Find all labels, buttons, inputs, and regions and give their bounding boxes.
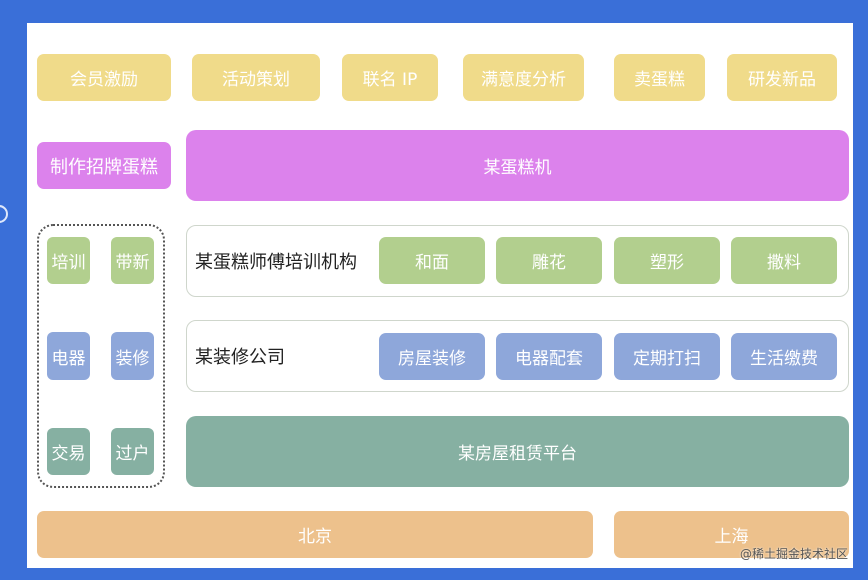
group-item-transfer: 过户 — [111, 428, 154, 475]
make-signature-cake-box: 制作招牌蛋糕 — [37, 142, 171, 189]
top-box-co-brand-ip: 联名 IP — [342, 54, 438, 101]
renovation-org-label: 某装修公司 — [195, 347, 285, 368]
service-utility-payment: 生活缴费 — [731, 333, 837, 380]
training-org-label: 某蛋糕师傅培训机构 — [195, 252, 357, 273]
watermark-text: @稀土掘金技术社区 — [739, 547, 848, 561]
service-group-outline — [37, 224, 165, 488]
service-regular-cleaning: 定期打扫 — [614, 333, 720, 380]
city-beijing: 北京 — [37, 511, 593, 558]
service-home-renovation: 房屋装修 — [379, 333, 485, 380]
group-item-renovation: 装修 — [111, 332, 154, 380]
skill-dough: 和面 — [379, 237, 485, 284]
edge-circle-icon — [0, 205, 8, 223]
group-item-appliances: 电器 — [47, 332, 90, 380]
service-appliance-supply: 电器配套 — [496, 333, 602, 380]
skill-shaping: 塑形 — [614, 237, 720, 284]
top-box-new-product-rd: 研发新品 — [727, 54, 837, 101]
top-box-sell-cake: 卖蛋糕 — [614, 54, 705, 101]
city-shanghai: 上海 — [614, 511, 849, 558]
group-item-training: 培训 — [47, 237, 90, 284]
rental-platform-bar: 某房屋租赁平台 — [186, 416, 849, 487]
top-box-satisfaction-analysis: 满意度分析 — [463, 54, 584, 101]
top-box-member-incentive: 会员激励 — [37, 54, 171, 101]
group-item-transaction: 交易 — [47, 428, 90, 475]
skill-topping: 撒料 — [731, 237, 837, 284]
cake-machine-bar: 某蛋糕机 — [186, 130, 849, 201]
group-item-mentoring: 带新 — [111, 237, 154, 284]
top-box-event-planning: 活动策划 — [192, 54, 320, 101]
skill-carving: 雕花 — [496, 237, 602, 284]
